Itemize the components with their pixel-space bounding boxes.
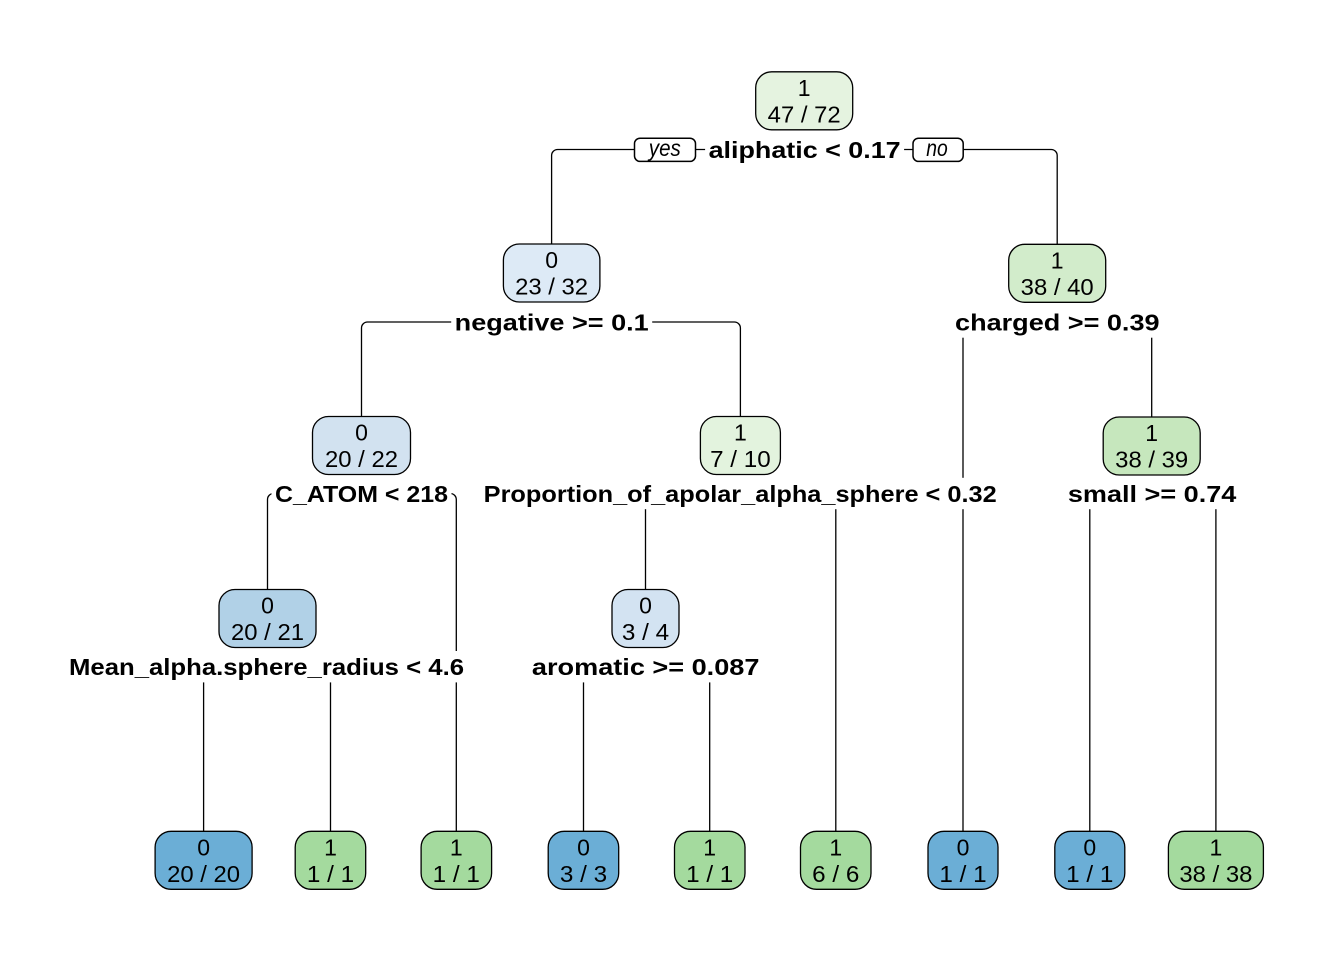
svg-text:0: 0: [197, 834, 210, 860]
svg-text:1 / 1: 1 / 1: [433, 861, 480, 887]
svg-text:1 / 1: 1 / 1: [1066, 861, 1113, 887]
svg-text:23 / 32: 23 / 32: [515, 274, 588, 300]
svg-text:3 / 4: 3 / 4: [622, 619, 669, 645]
svg-text:1: 1: [734, 420, 747, 446]
svg-text:47 / 72: 47 / 72: [768, 101, 841, 127]
svg-text:0: 0: [355, 420, 368, 446]
svg-text:0: 0: [577, 834, 590, 860]
svg-text:38 / 39: 38 / 39: [1115, 447, 1188, 473]
svg-text:yes: yes: [647, 135, 681, 161]
svg-text:negative >= 0.1: negative >= 0.1: [455, 309, 649, 335]
svg-text:C_ATOM < 218: C_ATOM < 218: [275, 481, 448, 507]
svg-text:0: 0: [957, 834, 970, 860]
svg-text:7 / 10: 7 / 10: [710, 446, 771, 472]
svg-text:1: 1: [1051, 247, 1064, 273]
svg-text:aliphatic < 0.17: aliphatic < 0.17: [709, 137, 901, 163]
svg-text:Mean_alpha.sphere_radius < 4.6: Mean_alpha.sphere_radius < 4.6: [69, 654, 464, 680]
svg-text:1 / 1: 1 / 1: [939, 861, 986, 887]
svg-text:20 / 21: 20 / 21: [231, 619, 304, 645]
svg-text:Proportion_of_apolar_alpha_sph: Proportion_of_apolar_alpha_sphere < 0.32: [484, 481, 997, 507]
svg-text:20 / 22: 20 / 22: [325, 446, 398, 472]
svg-text:3 / 3: 3 / 3: [560, 861, 607, 887]
svg-text:1: 1: [829, 834, 842, 860]
svg-text:small >= 0.74: small >= 0.74: [1068, 481, 1237, 507]
svg-text:1: 1: [798, 75, 811, 101]
svg-text:1: 1: [1210, 834, 1223, 860]
svg-text:0: 0: [1083, 834, 1096, 860]
svg-text:1: 1: [1145, 420, 1158, 446]
svg-text:0: 0: [639, 593, 652, 619]
svg-text:1: 1: [324, 834, 337, 860]
svg-text:no: no: [926, 135, 948, 161]
svg-text:20 / 20: 20 / 20: [167, 861, 240, 887]
svg-text:6 / 6: 6 / 6: [812, 861, 859, 887]
svg-text:1: 1: [703, 834, 716, 860]
svg-text:38 / 38: 38 / 38: [1179, 861, 1252, 887]
svg-text:charged >= 0.39: charged >= 0.39: [955, 309, 1160, 335]
svg-text:38 / 40: 38 / 40: [1021, 274, 1094, 300]
svg-text:1: 1: [450, 834, 463, 860]
svg-text:0: 0: [261, 593, 274, 619]
svg-text:1 / 1: 1 / 1: [307, 861, 354, 887]
svg-text:1 / 1: 1 / 1: [686, 861, 733, 887]
svg-text:0: 0: [545, 247, 558, 273]
svg-text:aromatic >= 0.087: aromatic >= 0.087: [532, 654, 760, 680]
